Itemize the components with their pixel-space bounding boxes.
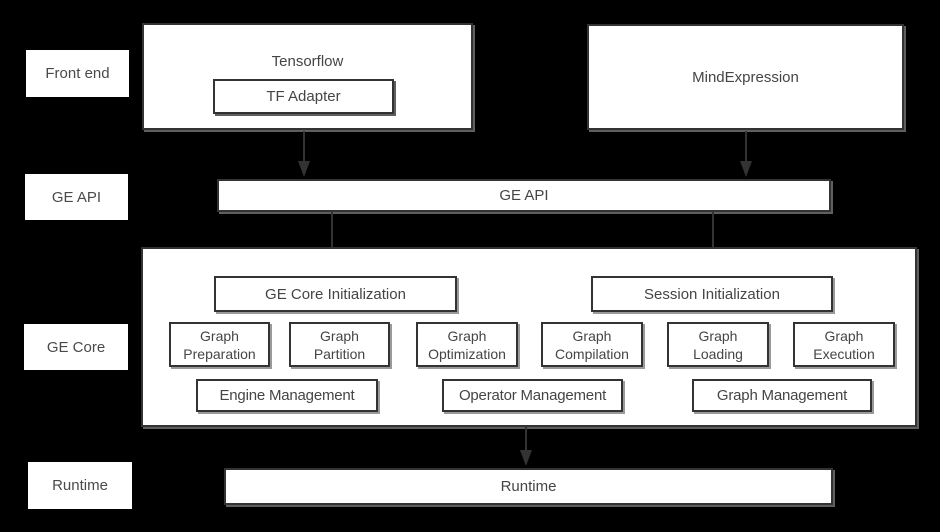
module-label: Graph Loading	[693, 327, 743, 362]
operator-management-box: Operator Management	[442, 379, 623, 412]
layer-label-front-end-text: Front end	[45, 65, 110, 82]
layer-label-front-end: Front end	[26, 50, 129, 97]
module-graph-execution: Graph Execution	[793, 322, 895, 367]
module-label: Graph Partition	[313, 327, 366, 362]
module-graph-optimization: Graph Optimization	[416, 322, 518, 367]
graph-management-label: Graph Management	[716, 387, 848, 404]
module-label: Graph Preparation	[183, 327, 256, 362]
tf-adapter-label: TF Adapter	[266, 88, 341, 105]
module-label: Graph Optimization	[428, 327, 506, 362]
arrow-tf-adapter-to-ge-api	[297, 131, 311, 177]
module-graph-partition: Graph Partition	[289, 322, 390, 367]
layer-label-ge-api-text: GE API	[51, 188, 102, 206]
layer-label-runtime-text: Runtime	[52, 477, 108, 494]
tensorflow-box: Tensorflow TF Adapter	[142, 23, 473, 130]
module-graph-preparation: Graph Preparation	[169, 322, 270, 367]
tensorflow-title: Tensorflow	[271, 53, 344, 70]
runtime-bar-label: Runtime	[500, 478, 557, 495]
arrow-mindexpression-to-ge-api	[739, 131, 753, 177]
session-initialization-box: Session Initialization	[591, 276, 833, 312]
ge-core-initialization-box: GE Core Initialization	[214, 276, 457, 312]
mindexpression-box: MindExpression	[587, 24, 904, 130]
ge-core-initialization-label: GE Core Initialization	[265, 285, 406, 303]
engine-management-label: Engine Management	[219, 387, 355, 404]
module-label: Graph Compilation	[555, 327, 629, 362]
mindexpression-label: MindExpression	[692, 68, 799, 86]
module-label: Graph Execution	[813, 327, 875, 362]
arrow-ge-core-to-runtime	[519, 427, 533, 466]
layer-label-ge-core: GE Core	[24, 324, 128, 370]
runtime-bar: Runtime	[224, 468, 833, 505]
ge-api-bar: GE API	[217, 179, 831, 212]
ge-api-bar-label: GE API	[499, 187, 549, 204]
module-graph-compilation: Graph Compilation	[541, 322, 643, 367]
layer-label-ge-api: GE API	[25, 174, 128, 220]
layer-label-runtime: Runtime	[28, 462, 132, 509]
module-graph-loading: Graph Loading	[667, 322, 769, 367]
engine-management-box: Engine Management	[196, 379, 378, 412]
session-initialization-label: Session Initialization	[644, 285, 780, 303]
ge-core-box: GE Core Initialization Session Initializ…	[141, 247, 917, 427]
tf-adapter-box: TF Adapter	[213, 79, 394, 114]
graph-management-box: Graph Management	[692, 379, 872, 412]
layer-label-ge-core-text: GE Core	[46, 338, 106, 356]
operator-management-label: Operator Management	[458, 387, 607, 404]
